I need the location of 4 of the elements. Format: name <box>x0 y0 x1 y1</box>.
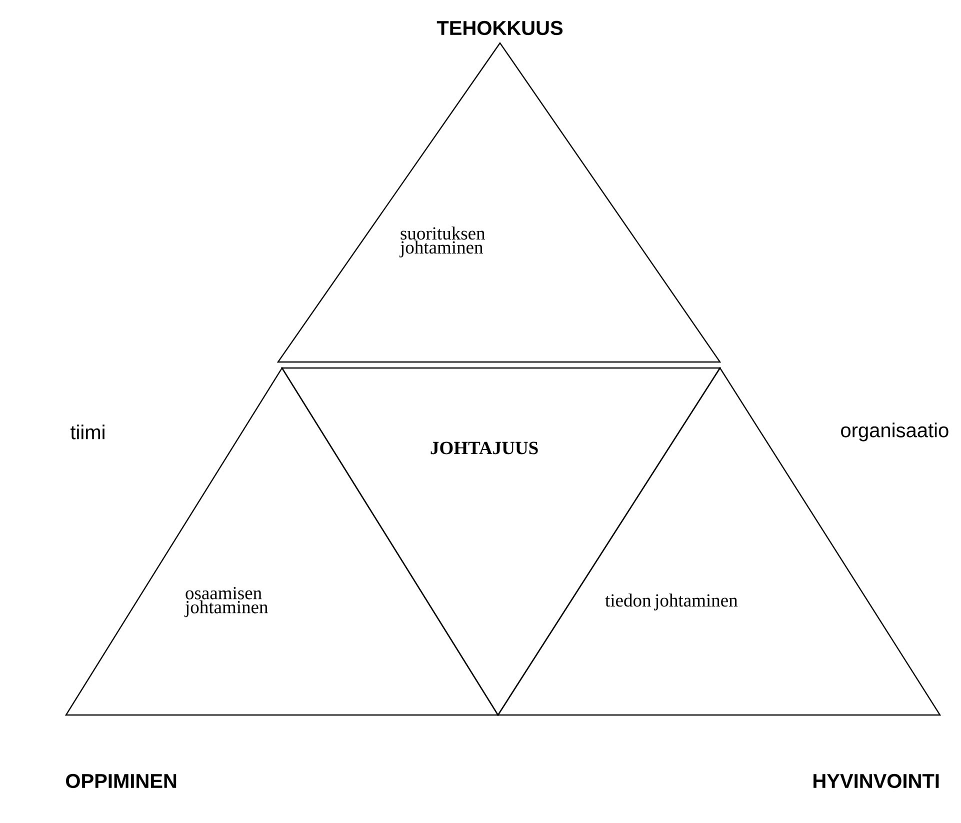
label: tiimi <box>70 424 104 440</box>
label: OPPIMINEN <box>66 774 176 788</box>
label: HYVINVOINTI <box>814 774 939 788</box>
label: organisaatio <box>841 422 948 442</box>
